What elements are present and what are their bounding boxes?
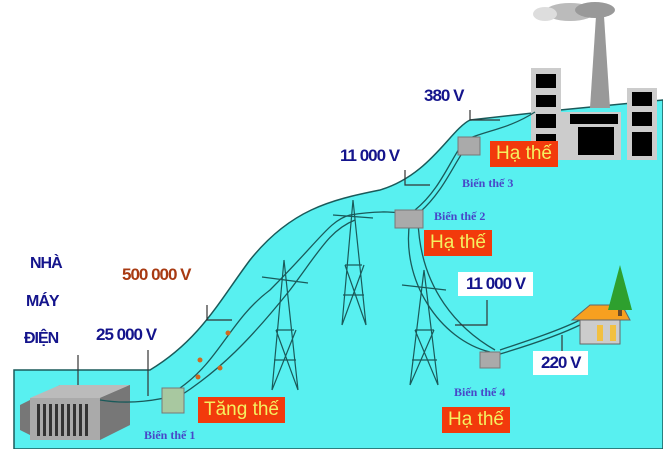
step-up-tag: Tăng thế [198, 397, 285, 423]
transformer-4-label: Biến thế 4 [454, 385, 506, 399]
power-plant-icon [20, 385, 130, 440]
voltage-380: 380 V [424, 86, 464, 105]
factory-icon [531, 16, 657, 160]
voltage-11000-b: 11 000 V [458, 272, 534, 296]
power-lines [99, 111, 583, 403]
transmission-tower-icon [261, 199, 447, 391]
plant-label-3: ĐIỆN [24, 330, 59, 347]
voltage-generator: 25 000 V [96, 325, 157, 344]
tree-icon [608, 265, 632, 316]
leader-lines [77, 110, 563, 396]
step-down-tag-3: Hạ thế [490, 141, 558, 167]
voltage-transmission: 500 000 V [122, 265, 192, 284]
step-down-tag-2: Hạ thế [424, 230, 492, 256]
voltage-11000-a: 11 000 V [340, 146, 400, 165]
transformer-1-label: Biến thế 1 [144, 428, 196, 442]
plant-label-1: NHÀ [30, 255, 63, 272]
insulators [195, 330, 231, 380]
transformer-3-label: Biến thế 3 [462, 176, 514, 190]
voltage-220: 220 V [533, 351, 589, 375]
transformer-2-label: Biến thế 2 [434, 209, 486, 223]
step-down-tag-4: Hạ thế [442, 407, 510, 433]
smoke-icon [533, 2, 615, 21]
ground-terrain [13, 99, 663, 449]
transformer-icon [161, 136, 501, 414]
plant-label-2: MÁY [26, 293, 60, 310]
